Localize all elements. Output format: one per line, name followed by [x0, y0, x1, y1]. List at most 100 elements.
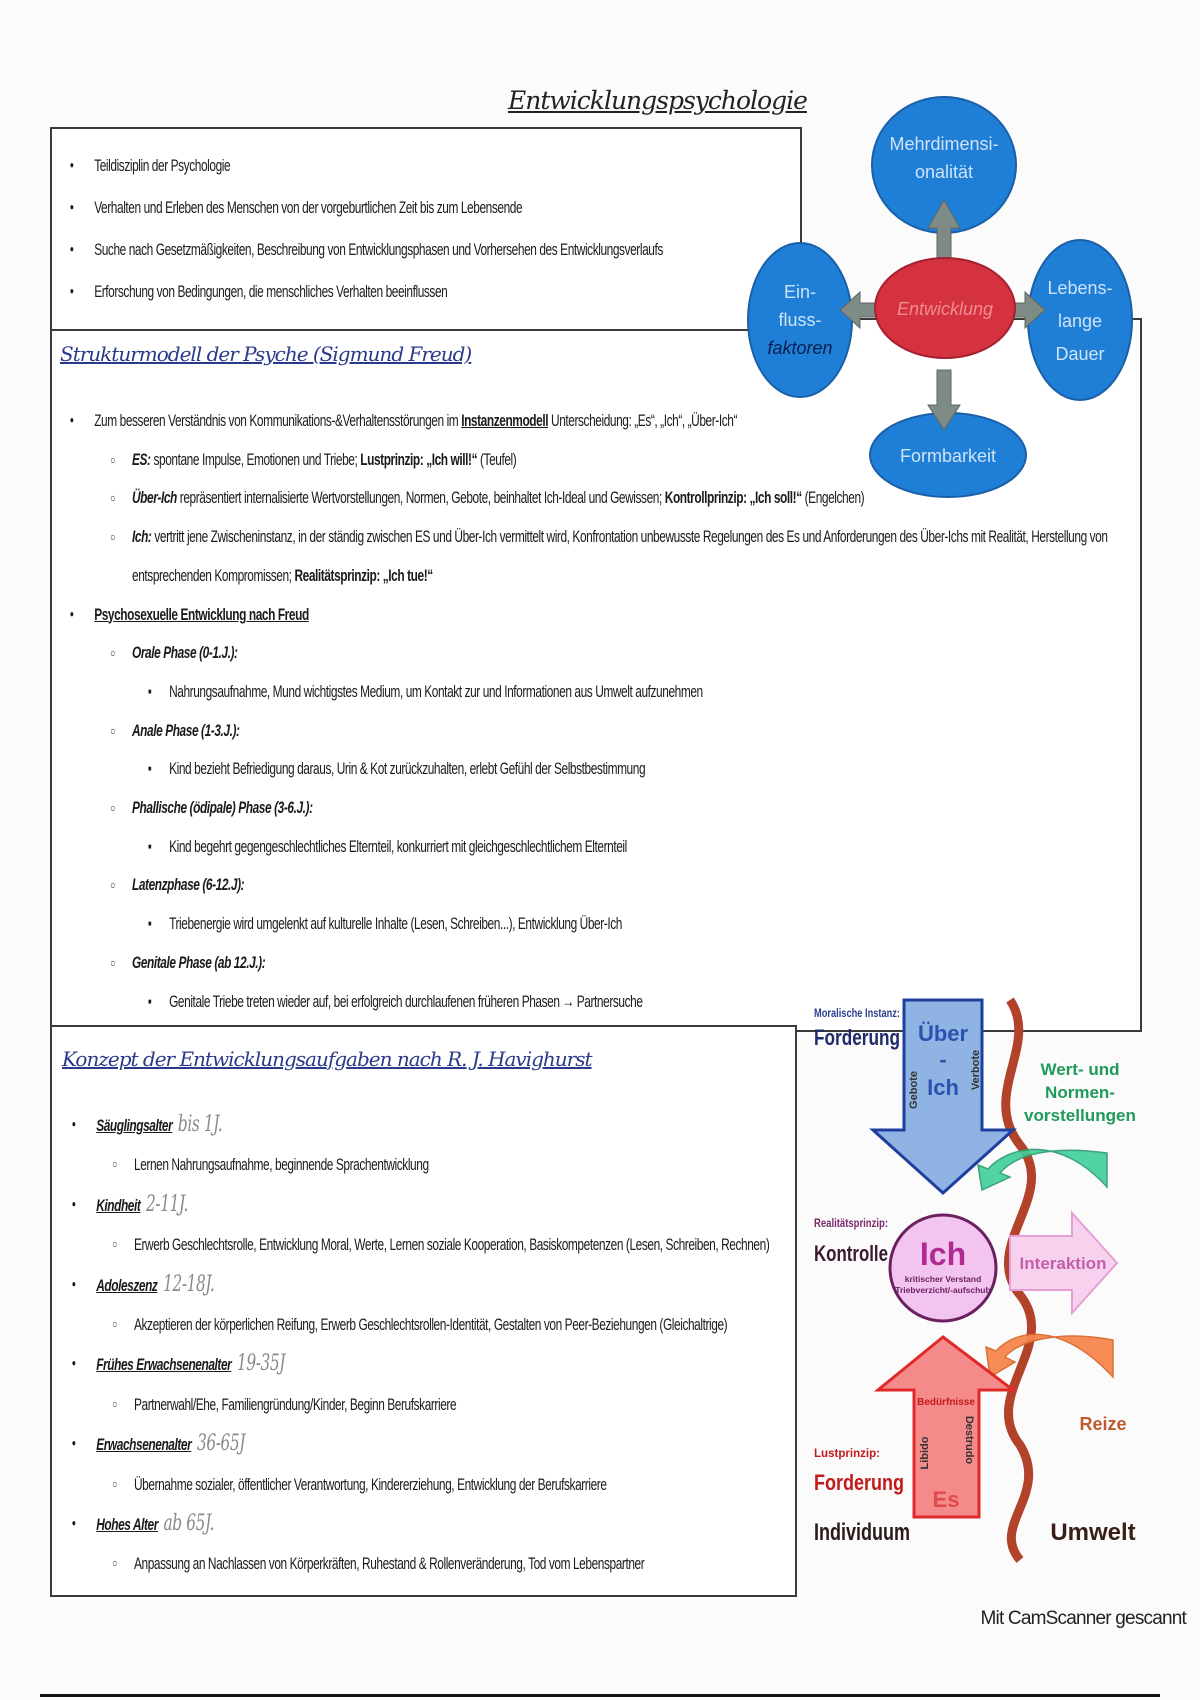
text-segment: vertritt jene Zwischeninstanz, in der st… [132, 527, 1108, 585]
list-item: Kind begehrt gegengeschlechtliches Elter… [62, 828, 1132, 867]
text-segment: Erforschung von Bedingungen, die menschl… [94, 282, 448, 301]
ich-role: Kontrolle [814, 1241, 888, 1266]
werte-label: Normen- [1045, 1083, 1115, 1102]
bubble-bottom-label: Formbarkeit [900, 446, 996, 466]
boundary-wave [1001, 997, 1037, 1563]
list-item: Anpassung an Nachlassen von Körperkräfte… [64, 1544, 784, 1584]
werte-arrow [977, 1148, 1108, 1192]
handwritten-note: 36-65J [196, 1431, 246, 1457]
verbote-label: Verbote [970, 1050, 982, 1090]
list-item: Erforschung von Bedingungen, die menschl… [62, 271, 742, 313]
bubble-center [874, 257, 1016, 359]
list-item: Lernen Nahrungsaufnahme, beginnende Spra… [64, 1145, 784, 1185]
list-item: Anale Phase (1-3.J.): [62, 712, 1132, 751]
destrudo-label: Destrudo [963, 1416, 975, 1465]
text-segment: Lustprinzip: „Ich will!“ [360, 449, 478, 469]
scanner-footer: Mit CamScanner gescannt [980, 1608, 1187, 1629]
text-segment: Kind bezieht Befriedigung daraus, Urin &… [169, 759, 646, 779]
list-item: Akzeptieren der körperlichen Reifung, Er… [64, 1305, 784, 1345]
list-item: Triebenergie wird umgelenkt auf kulturel… [62, 905, 1132, 944]
umwelt-label: Umwelt [1050, 1519, 1135, 1546]
text-segment: Ich: [132, 527, 152, 547]
text-segment: Übernahme sozialer, öffentlicher Verantw… [134, 1474, 607, 1494]
intro-section: Teildisziplin der PsychologieVerhalten u… [50, 127, 802, 331]
havighurst-heading: Konzept der Entwicklungsaufgaben nach R.… [62, 1047, 593, 1071]
text-segment: Phallische (ödipale) Phase (3-6.J.): [132, 798, 313, 818]
text-segment: Kontrollprinzip: „Ich soll!“ [664, 488, 802, 508]
text-segment: Psychosexuelle Entwicklung nach Freud [94, 604, 309, 624]
ich-label: Ich [920, 1236, 966, 1272]
list-item: Verhalten und Erleben des Menschen von d… [62, 187, 742, 229]
werte-label: vorstellungen [1024, 1106, 1136, 1125]
list-item: Über-Ich repräsentiert internalisierte W… [62, 479, 1132, 518]
text-segment: (Engelchen) [801, 488, 865, 508]
text-segment: repräsentiert internalisierte Wertvorste… [176, 488, 665, 508]
list-item: ES: spontane Impulse, Emotionen und Trie… [62, 441, 1132, 480]
list-item: Latenzphase (6-12.J): [62, 866, 1132, 905]
list-item: Übernahme sozialer, öffentlicher Verantw… [64, 1465, 784, 1505]
interaktion-label: Interaktion [1020, 1254, 1107, 1273]
text-segment: Säuglingsalter [96, 1116, 173, 1135]
list-item: Nahrungsaufnahme, Mund wichtigstes Mediu… [62, 673, 1132, 712]
ich-line: kritischer Verstand [905, 1274, 982, 1284]
ich-line: Triebverzicht/-aufschub [895, 1285, 990, 1295]
intro-list: Teildisziplin der PsychologieVerhalten u… [62, 145, 742, 313]
text-segment: Anpassung an Nachlassen von Körperkräfte… [134, 1554, 645, 1574]
list-item: Erwerb Geschlechtsrolle, Entwicklung Mor… [64, 1225, 784, 1265]
divider [40, 1694, 1160, 1697]
text-segment: Über-Ich [132, 488, 177, 508]
libido-label: Libido [919, 1436, 931, 1469]
ich-instance: Realitätsprinzip: [814, 1216, 888, 1230]
list-item: Orale Phase (0-1.J.): [62, 634, 1132, 673]
es-instance: Lustprinzip: [814, 1446, 880, 1460]
list-item: Genitale Phase (ab 12.J.): [62, 944, 1132, 983]
list-item: Phallische (ödipale) Phase (3-6.J.): [62, 789, 1132, 828]
text-segment: Kind begehrt gegengeschlechtliches Elter… [169, 836, 627, 856]
text-segment: Genitale Triebe treten wieder auf, bei e… [169, 991, 643, 1011]
page-title: Entwicklungspsychologie [508, 86, 808, 115]
text-segment: Nahrungsaufnahme, Mund wichtigstes Mediu… [169, 681, 703, 701]
list-item: Partnerwahl/Ehe, Familiengründung/Kinder… [64, 1385, 784, 1425]
text-segment: Akzeptieren der körperlichen Reifung, Er… [134, 1315, 728, 1335]
text-segment: Triebenergie wird umgelenkt auf kulturel… [169, 914, 622, 934]
ueber-ich-label: Ich [927, 1075, 959, 1100]
ueber-ich-instance: Moralische Instanz: [814, 1006, 900, 1020]
bubble-right-label: Dauer [1055, 344, 1104, 364]
text-segment: Adoleszenz [96, 1275, 158, 1295]
instanzen-diagram: Über - Ich Gebote Verbote Ich kritischer… [814, 997, 1136, 1563]
es-role: Forderung [814, 1470, 904, 1495]
list-item: Ich: vertritt jene Zwischeninstanz, in d… [62, 518, 1132, 595]
text-segment: Orale Phase (0-1.J.): [132, 643, 238, 663]
list-item: Kind bezieht Befriedigung daraus, Urin &… [62, 750, 1132, 789]
text-segment: Suche nach Gesetzmäßigkeiten, Beschreibu… [94, 240, 663, 259]
text-segment: Lernen Nahrungsaufnahme, beginnende Spra… [134, 1155, 429, 1175]
individuum-label: Individuum [814, 1519, 910, 1546]
beduerfnisse-label: Bedürfnisse [917, 1397, 975, 1408]
list-item: Zum besseren Verständnis von Kommunikati… [62, 402, 1132, 441]
text-segment: Realitätsprinzip: „Ich tue!“ [294, 565, 433, 585]
es-arrow [873, 1335, 1018, 1519]
bubble-left-label: faktoren [767, 338, 832, 358]
list-item: Psychosexuelle Entwicklung nach Freud [62, 596, 1132, 635]
bubble-top-label: onalität [915, 162, 973, 182]
text-segment: Teildisziplin der Psychologie [94, 156, 231, 175]
list-item: Teildisziplin der Psychologie [62, 145, 742, 187]
list-item: Suche nach Gesetzmäßigkeiten, Beschreibu… [62, 229, 742, 271]
freud-heading: Strukturmodell der Psyche (Sigmund Freud… [60, 342, 472, 366]
text-segment: Hohes Alter [96, 1515, 158, 1535]
handwritten-note: bis 1J. [177, 1112, 223, 1137]
es-label: Es [933, 1487, 960, 1512]
handwritten-note: 19-35J [236, 1351, 286, 1377]
text-segment: (Teufel) [477, 449, 517, 469]
text-segment: Unterscheidung: „Es“, „Ich“, „Über-Ich“ [548, 411, 737, 430]
handwritten-note: 12-18J. [163, 1271, 215, 1297]
werte-label: Wert- und [1040, 1060, 1119, 1079]
text-segment: Erwachsenenalter [96, 1435, 192, 1455]
reize-arrow [985, 1333, 1114, 1379]
text-segment: Kindheit [96, 1195, 141, 1215]
